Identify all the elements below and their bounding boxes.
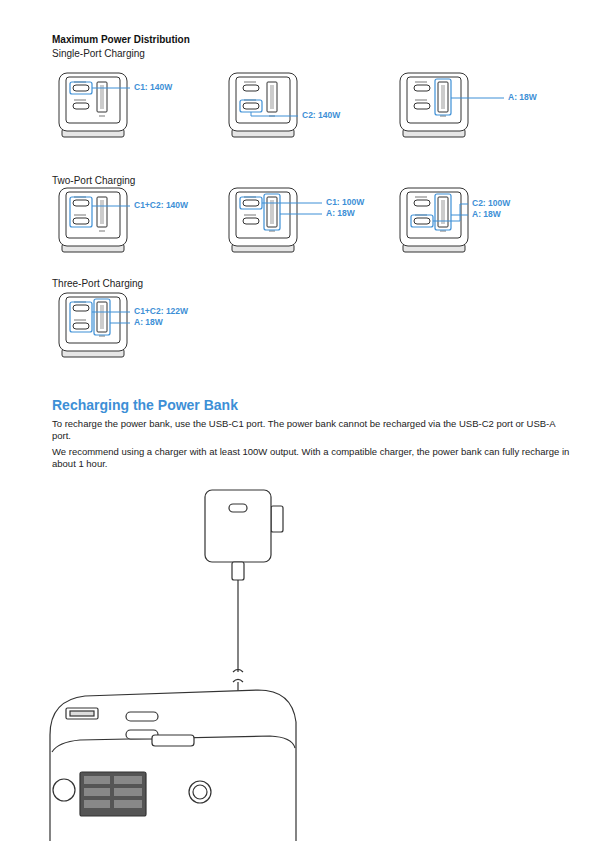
- device-panel: [66, 192, 120, 238]
- body-text: We recommend using a charger with at lea…: [52, 446, 572, 470]
- usb-a-port: [438, 82, 448, 112]
- port-highlight: [435, 194, 451, 230]
- port-highlight: [435, 79, 451, 115]
- port-highlight: [70, 197, 92, 227]
- usb-c-port: [73, 200, 89, 206]
- leader-line: [251, 112, 298, 116]
- usb-c-port: [243, 103, 259, 109]
- usb-c-port: [414, 85, 430, 91]
- leader-line: [451, 215, 468, 216]
- usb-c-port: [243, 200, 259, 206]
- port-mark: [74, 319, 86, 321]
- usb-c-port: [73, 323, 89, 329]
- leader-line: [92, 312, 130, 313]
- port-mark: [415, 81, 427, 83]
- section-subtitle: Two-Port Charging: [52, 174, 135, 187]
- usb-a-port: [267, 82, 277, 112]
- port-diagram: [229, 73, 297, 137]
- port-diagram: [400, 188, 468, 252]
- usb-a-port: [97, 82, 107, 112]
- usb-c-port: [414, 200, 430, 206]
- usb-c-port: [73, 305, 89, 311]
- port-diagram: [59, 73, 127, 137]
- power-callout: C2: 100W: [472, 198, 510, 209]
- leader-line: [262, 203, 322, 204]
- usb-a-port: [438, 197, 448, 227]
- port-highlight: [240, 100, 262, 112]
- port-mark: [99, 115, 105, 117]
- usb-a-tongue: [270, 85, 274, 109]
- device-body: [59, 188, 127, 246]
- usb-a-tongue: [100, 305, 104, 329]
- power-callout: A: 18W: [134, 317, 163, 328]
- leader-line: [451, 98, 504, 99]
- usb-c-port: [73, 218, 89, 224]
- section-title: Maximum Power Distribution: [52, 33, 190, 46]
- port-highlight: [94, 299, 110, 335]
- usb-a-port: [267, 197, 277, 227]
- port-highlight: [70, 82, 92, 94]
- leader-line: [92, 206, 130, 207]
- body-text: To recharge the power bank, use the USB-…: [52, 418, 572, 442]
- device-body: [229, 73, 297, 131]
- port-highlight: [264, 194, 280, 230]
- port-mark: [244, 214, 256, 216]
- port-highlight: [240, 197, 262, 209]
- section-heading: Recharging the Power Bank: [52, 396, 238, 414]
- device-body: [59, 73, 127, 131]
- port-mark: [415, 196, 427, 198]
- device-panel: [236, 192, 290, 238]
- leader-line: [280, 214, 322, 215]
- usb-a-tongue: [270, 200, 274, 224]
- port-diagram: [59, 293, 127, 357]
- leader-line: [110, 323, 130, 324]
- port-highlight: [70, 302, 92, 332]
- device-body: [400, 188, 468, 246]
- power-callout: C2: 140W: [302, 110, 340, 121]
- usb-c-port: [243, 85, 259, 91]
- device-panel: [407, 77, 461, 123]
- device-panel: [66, 77, 120, 123]
- usb-c-port: [243, 218, 259, 224]
- device-panel: [66, 297, 120, 343]
- usb-a-tongue: [441, 200, 445, 224]
- usb-c-port: [414, 218, 430, 224]
- port-mark: [244, 81, 256, 83]
- section-subtitle: Single-Port Charging: [52, 47, 145, 60]
- usb-a-tongue: [100, 200, 104, 224]
- power-callout: A: 18W: [508, 92, 537, 103]
- section-subtitle: Three-Port Charging: [52, 277, 143, 290]
- port-highlight: [411, 215, 433, 227]
- port-diagram: [400, 73, 468, 137]
- port-mark: [74, 214, 86, 216]
- port-mark: [74, 99, 86, 101]
- power-callout: C1+C2: 140W: [134, 200, 188, 211]
- usb-a-port: [97, 197, 107, 227]
- port-diagram: [59, 188, 127, 252]
- power-callout: C1: 140W: [134, 82, 172, 93]
- port-mark: [99, 230, 105, 232]
- usb-c-port: [73, 103, 89, 109]
- device-body: [59, 293, 127, 351]
- usb-c-port: [414, 103, 430, 109]
- device-body: [229, 188, 297, 246]
- usb-c-port: [73, 85, 89, 91]
- power-callout: C1+C2: 122W: [134, 306, 188, 317]
- usb-a-tongue: [100, 85, 104, 109]
- usb-a-port: [97, 302, 107, 332]
- device-body: [400, 73, 468, 131]
- usb-a-tongue: [441, 85, 445, 109]
- port-mark: [415, 99, 427, 101]
- power-callout: A: 18W: [472, 209, 501, 220]
- power-bank-illustration: [50, 690, 296, 841]
- port-diagram: [229, 188, 297, 252]
- leader-line: [92, 88, 130, 89]
- power-callout: A: 18W: [326, 208, 355, 219]
- power-callout: C1: 100W: [326, 197, 364, 208]
